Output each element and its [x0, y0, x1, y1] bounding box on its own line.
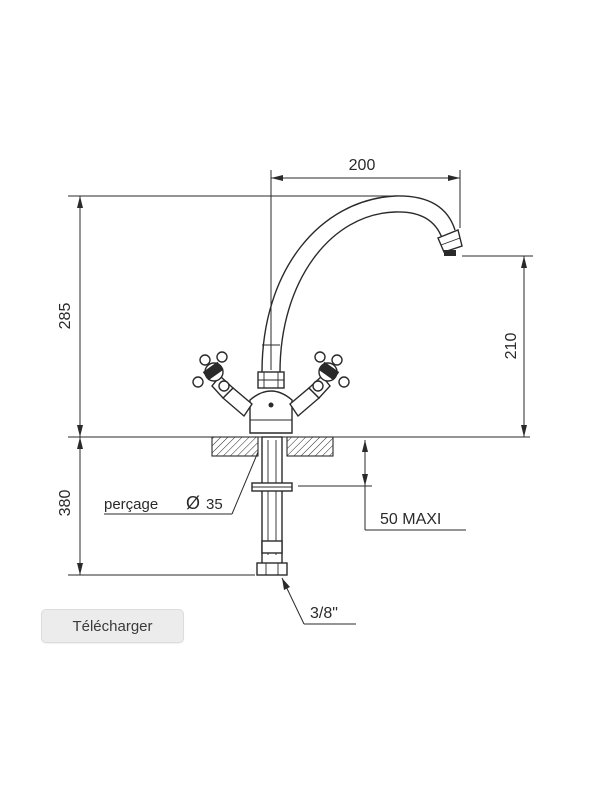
- dimension-total-height: 285: [57, 196, 83, 437]
- counter-hatch-right: [286, 436, 334, 457]
- right-handle: [312, 351, 350, 392]
- counter-section: [211, 436, 334, 457]
- counter-hatch-left: [211, 436, 259, 457]
- faucet-body: [192, 195, 463, 434]
- drilling-diameter-symbol: Ø: [186, 493, 200, 513]
- drilling-label: perçage: [104, 496, 158, 513]
- connection-annotation: 3/8": [281, 577, 356, 625]
- dimension-label-380: 380: [57, 490, 74, 517]
- spout: [261, 195, 463, 373]
- connection-label: 3/8": [310, 605, 338, 622]
- dimension-spout-height: 210: [503, 256, 527, 437]
- drilling-annotation: perçage Ø 35: [104, 451, 259, 515]
- connection-fitting: [256, 562, 288, 576]
- dimension-label-285: 285: [57, 303, 74, 330]
- drilling-diameter-value: 35: [206, 496, 223, 513]
- dimension-label-50-maxi: 50 MAXI: [380, 511, 441, 528]
- dimension-label-200: 200: [349, 157, 376, 174]
- dimension-under-counter-length: 380: [57, 437, 83, 575]
- dimension-max-counter-thickness: 50 MAXI: [298, 440, 466, 531]
- faucet-shank: [251, 436, 293, 576]
- dimension-label-210: 210: [503, 333, 520, 360]
- download-button[interactable]: Télécharger: [41, 609, 184, 643]
- dimension-spout-reach: 200: [271, 157, 460, 181]
- left-handle: [192, 351, 230, 392]
